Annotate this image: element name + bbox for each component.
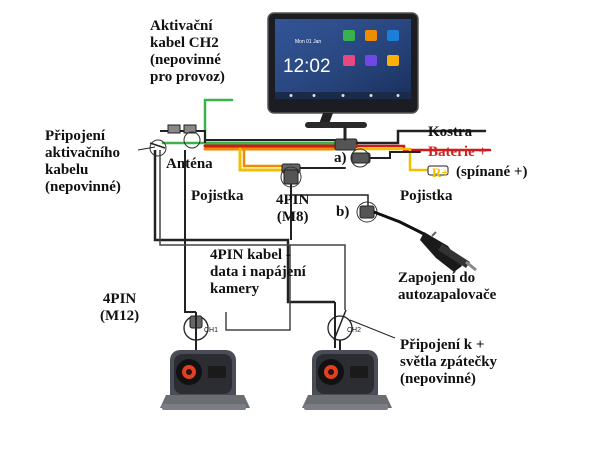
activation-cable-label: Aktivační kabel CH2 (nepovinné pro provo… bbox=[150, 18, 225, 85]
monitor-icon: 12:02 Mon 01 Jan bbox=[267, 12, 419, 128]
monitor-time: 12:02 bbox=[283, 56, 331, 77]
wire-bundle bbox=[161, 98, 492, 172]
ground-label: Kostra bbox=[428, 124, 473, 140]
activation-connection-label: Připojení aktivačního kabelu (nepovinné) bbox=[45, 128, 121, 195]
antenna-connector bbox=[149, 124, 206, 157]
m12-label: 4PIN (M12) bbox=[100, 291, 140, 324]
r-plus-label: R+ bbox=[432, 165, 449, 180]
ch2-connector: CH2 bbox=[327, 309, 396, 350]
m8-label: 4PIN (M8) bbox=[276, 192, 310, 225]
switched-plus-label: (spínané +) bbox=[456, 164, 528, 180]
cigarette-lighter-label: Zapojení do autozapalovače bbox=[398, 270, 497, 303]
fuse-right bbox=[427, 165, 449, 176]
camera-cables bbox=[153, 150, 429, 348]
4pin-cable-label: 4PIN kabel - data i napájení kamery bbox=[210, 247, 306, 297]
fuse-left-label: Pojistka bbox=[191, 188, 244, 204]
monitor-date: Mon 01 Jan bbox=[295, 39, 321, 45]
antenna-label: Anténa bbox=[166, 156, 213, 172]
fuse-right-label: Pojistka bbox=[400, 188, 453, 204]
leader-line bbox=[137, 146, 156, 151]
camera-icon bbox=[160, 350, 250, 410]
camera-icon bbox=[302, 350, 392, 410]
connector-b-label: b) bbox=[336, 204, 350, 220]
ch2-tag: CH2 bbox=[347, 327, 361, 334]
ch1-tag: CH1 bbox=[204, 327, 218, 334]
connector-a-label: a) bbox=[334, 150, 347, 166]
ch1-connector: CH1 bbox=[183, 312, 218, 350]
cigarette-plug-icon bbox=[420, 231, 477, 272]
reverse-light-label: Připojení k + světla zpátečky (nepovinné… bbox=[400, 337, 498, 387]
battery-label: Baterie + bbox=[428, 144, 487, 160]
